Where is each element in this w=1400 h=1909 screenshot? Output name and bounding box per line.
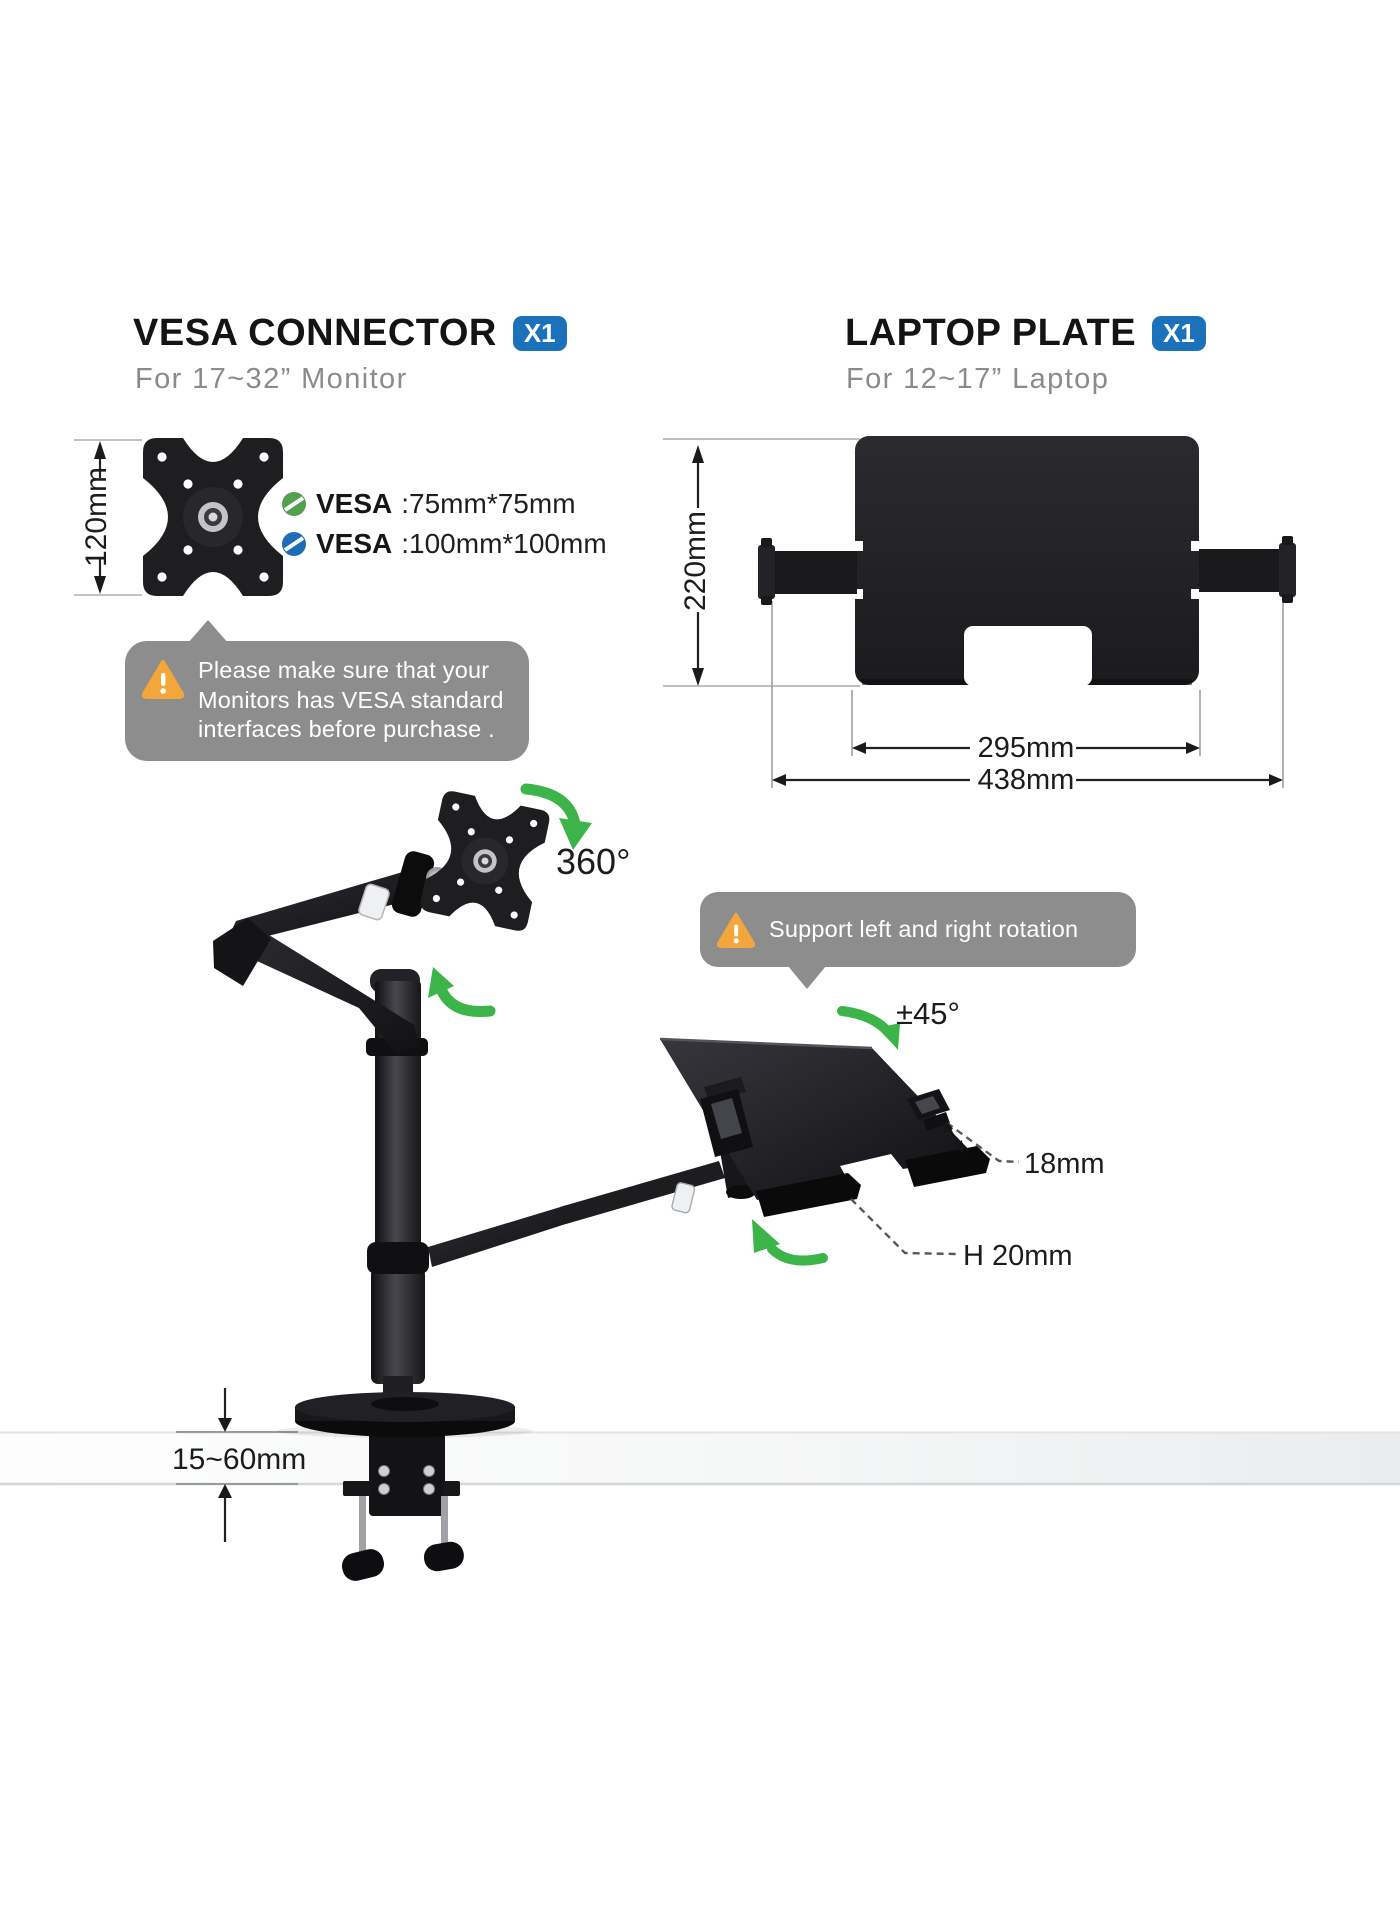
warning-line: Please make sure that your — [198, 657, 490, 683]
warning-triangle-icon — [716, 912, 756, 948]
rotation-arrow-icon — [428, 783, 900, 1266]
desk-clamp — [341, 1424, 464, 1581]
vesa-connector-title: VESA CONNECTOR — [133, 312, 497, 354]
tray-rotation-label: ±45° — [896, 996, 960, 1031]
laptop-plate-inner-width-label: 295mm — [977, 732, 1075, 764]
arm-pole — [277, 969, 533, 1438]
desk-thickness-dimension — [176, 1388, 298, 1542]
spec-value: :75mm*75mm — [401, 488, 576, 519]
rotation-note-text: Support left and right rotation — [769, 916, 1079, 942]
laptop-arm-lower — [428, 1037, 990, 1267]
warning-line: interfaces before purchase . — [198, 716, 495, 742]
monitor-rotation-label: 360° — [556, 841, 631, 882]
vesa-connector-subtitle: For 17~32” Monitor — [135, 363, 408, 395]
vesa-head-plate — [418, 789, 552, 933]
lip-height-label: H 20mm — [963, 1240, 1073, 1272]
callout-pointer — [187, 620, 229, 644]
spec-value: :100mm*100mm — [401, 528, 607, 559]
laptop-plate-outer-width-label: 438mm — [977, 764, 1075, 796]
vesa-connector-count-badge: X1 — [512, 316, 567, 351]
vesa-plate-graphic — [74, 438, 283, 596]
laptop-plate-title: LAPTOP PLATE — [845, 312, 1137, 354]
laptop-plate-diagram — [663, 436, 1296, 788]
spec-name: VESA — [316, 528, 393, 559]
laptop-plate-count-badge: X1 — [1152, 316, 1206, 351]
cable-clip — [671, 1182, 696, 1214]
warning-line: Monitors has VESA standard — [198, 686, 504, 713]
vesa-height-label: 120mm — [80, 466, 113, 568]
callout-pointer — [788, 966, 826, 989]
warning-text: Please make sure that your Monitors has … — [198, 656, 504, 745]
vesa-warning-callout: Please make sure that your Monitors has … — [125, 620, 529, 761]
laptop-plate-header: LAPTOP PLATE X1 — [845, 312, 1206, 355]
vesa-connector-header: VESA CONNECTOR X1 — [133, 312, 567, 355]
vesa-spec-row: VESA :75mm*75mm — [281, 488, 576, 520]
slashed-circle-icon — [282, 532, 306, 556]
slashed-circle-icon — [282, 492, 306, 516]
cable-clip — [358, 883, 390, 921]
laptop-plate-subtitle: For 12~17” Laptop — [846, 363, 1110, 395]
desk-thickness-label: 15~60mm — [172, 1443, 307, 1476]
warning-triangle-icon — [141, 660, 185, 699]
desk-surface — [0, 1431, 1400, 1486]
lip-thickness-label: 18mm — [1024, 1148, 1105, 1180]
monitor-arm-upper — [213, 789, 552, 1053]
rotation-note-callout: Support left and right rotation — [700, 892, 1136, 989]
vesa-spec-row: VESA :100mm*100mm — [281, 528, 607, 560]
spec-name: VESA — [316, 488, 393, 519]
thickness-arrow — [944, 1120, 964, 1154]
laptop-plate-height-label: 220mm — [679, 510, 712, 612]
leader-lines — [850, 1122, 1020, 1256]
